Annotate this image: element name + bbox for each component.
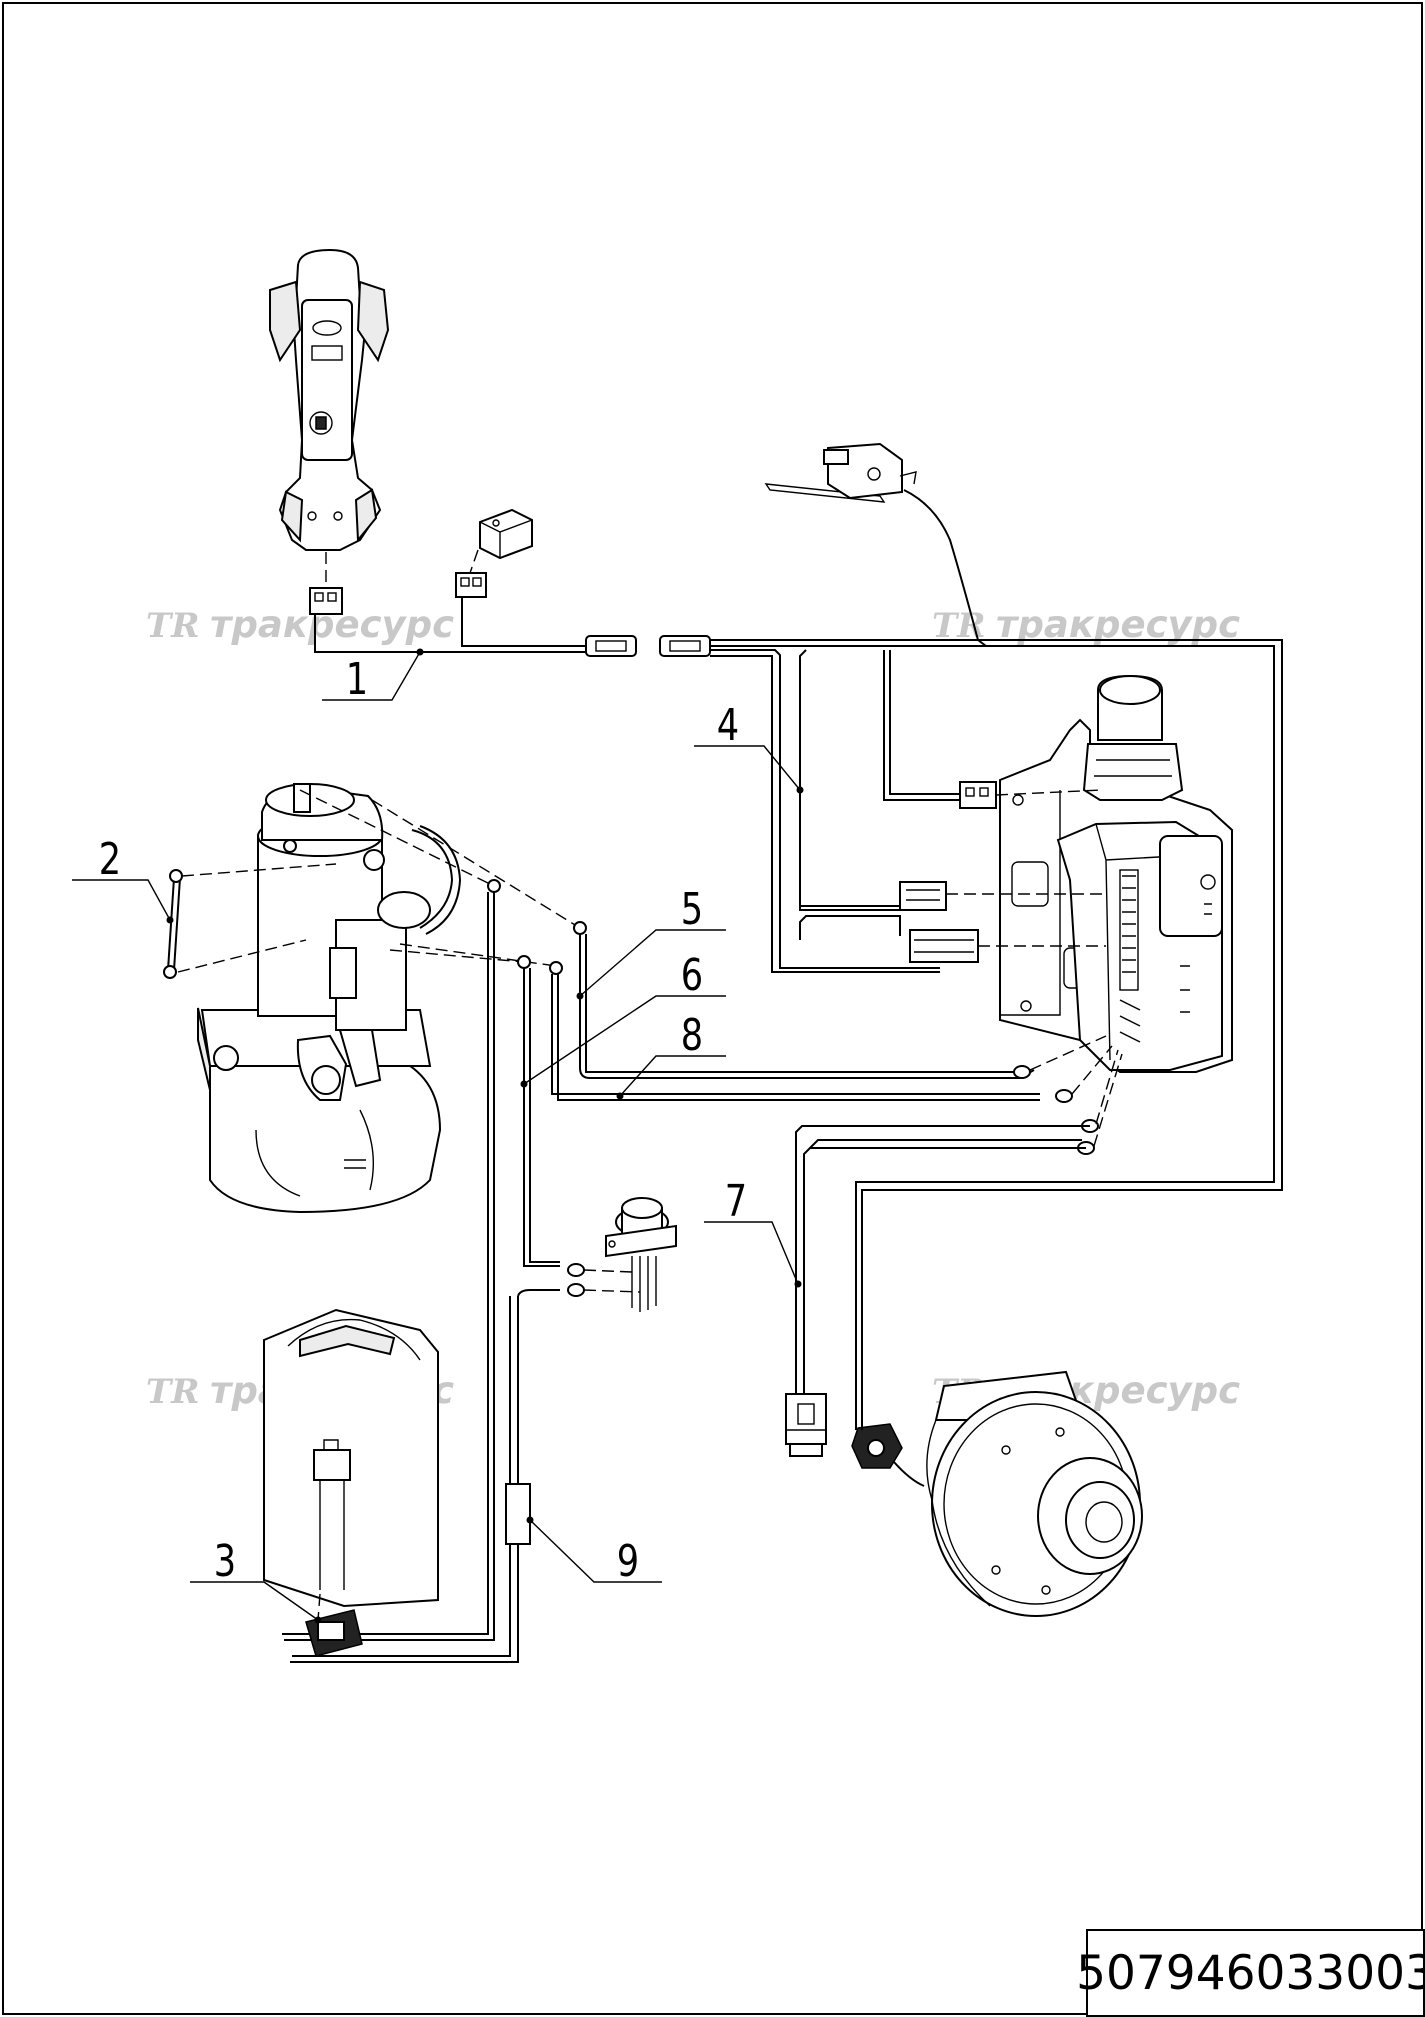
svg-text:3: 3 [214, 1536, 236, 1587]
svg-text:тракресурс: тракресурс [996, 603, 1240, 646]
harness-1-wire-b [461, 597, 586, 647]
harness-4-loop [799, 915, 901, 940]
drive-motor [926, 1370, 1143, 1617]
harness-1-connector-a [309, 587, 343, 615]
harness-4-branch-a2 [710, 655, 940, 973]
key-switch-terminals [567, 1263, 585, 1297]
ground-strap-2 [163, 869, 183, 979]
callout-4: 4 [694, 700, 804, 794]
callout-1: 1 [322, 648, 424, 705]
callout-7: 7 [704, 1176, 802, 1288]
key-switch-dashes [583, 1269, 641, 1293]
svg-text:TR: TR [146, 606, 200, 646]
battery [263, 1308, 439, 1608]
svg-text:6: 6 [681, 950, 703, 1001]
inline-connector-female [659, 635, 711, 657]
svg-text:5: 5 [681, 884, 703, 935]
hydraulic-pump-unit [197, 783, 462, 1214]
micro-switch-join [977, 639, 987, 647]
cable-7 [795, 1125, 1090, 1394]
micro-switch [764, 442, 917, 503]
relay-link-dash [469, 549, 479, 574]
motor-connector [851, 1423, 903, 1469]
harness-4-branch-b2 [799, 906, 900, 911]
svg-text:TR: TR [146, 1372, 200, 1412]
ring-terminals-pump [487, 879, 587, 975]
svg-text:1: 1 [346, 654, 368, 705]
callout-8: 8 [616, 1010, 726, 1100]
controller-connector-small [959, 781, 997, 809]
controller-module [999, 674, 1233, 1073]
harness-1-connector-b [455, 572, 487, 598]
callout-6: 6 [520, 950, 726, 1088]
controller-connector-6pin [899, 881, 947, 911]
harness-4-branch-c [883, 650, 970, 801]
connector-7-plug [785, 1393, 827, 1457]
motor-cable [893, 1461, 925, 1487]
inline-connector-male [585, 635, 637, 657]
pump-dash-1 [299, 789, 495, 887]
pump-dash-2 [371, 799, 581, 929]
harness-4-trunk-outer [710, 639, 1283, 1430]
controller-connector-12pin [909, 929, 979, 963]
callout-3: 3 [190, 1536, 322, 1624]
cable-8 [551, 974, 1040, 1101]
joystick-handle [269, 248, 390, 551]
harness-4-branch-a [710, 649, 940, 969]
battery-link-dash [317, 1593, 321, 1621]
drawing-number: 507946033003 [1076, 1929, 1425, 2017]
cable-9 [290, 1296, 519, 1663]
harness-1-wire-a [314, 614, 586, 653]
callout-2: 2 [72, 834, 174, 924]
callout-5: 5 [576, 884, 726, 1000]
cable-5 [579, 934, 1035, 1079]
inline-fuse [505, 1483, 531, 1545]
pump-dash-3 [389, 949, 525, 963]
key-switch [605, 1197, 677, 1312]
pump-dash-4 [399, 943, 557, 967]
svg-text:2: 2 [99, 834, 121, 885]
svg-text:4: 4 [717, 700, 739, 751]
harness-4-branch-c2 [889, 650, 970, 795]
strap-dash-bottom [177, 939, 307, 973]
controller-terminal-dashes [1029, 1035, 1123, 1147]
cable-6 [523, 968, 560, 1267]
svg-text:7: 7 [725, 1176, 747, 1227]
svg-text:8: 8 [681, 1010, 703, 1061]
svg-text:9: 9 [617, 1536, 639, 1587]
callout-9: 9 [526, 1516, 662, 1587]
micro-switch-cable [903, 489, 979, 641]
harness-4-trunk-inner [710, 645, 1275, 1430]
cable-9-top [517, 1289, 560, 1297]
watermark-1: TR тракресурс [146, 603, 454, 646]
cable-7-b [809, 1139, 1082, 1149]
relay-block [479, 508, 533, 560]
strap-dash-top [181, 863, 337, 877]
harness-4-branch-b [799, 649, 900, 907]
